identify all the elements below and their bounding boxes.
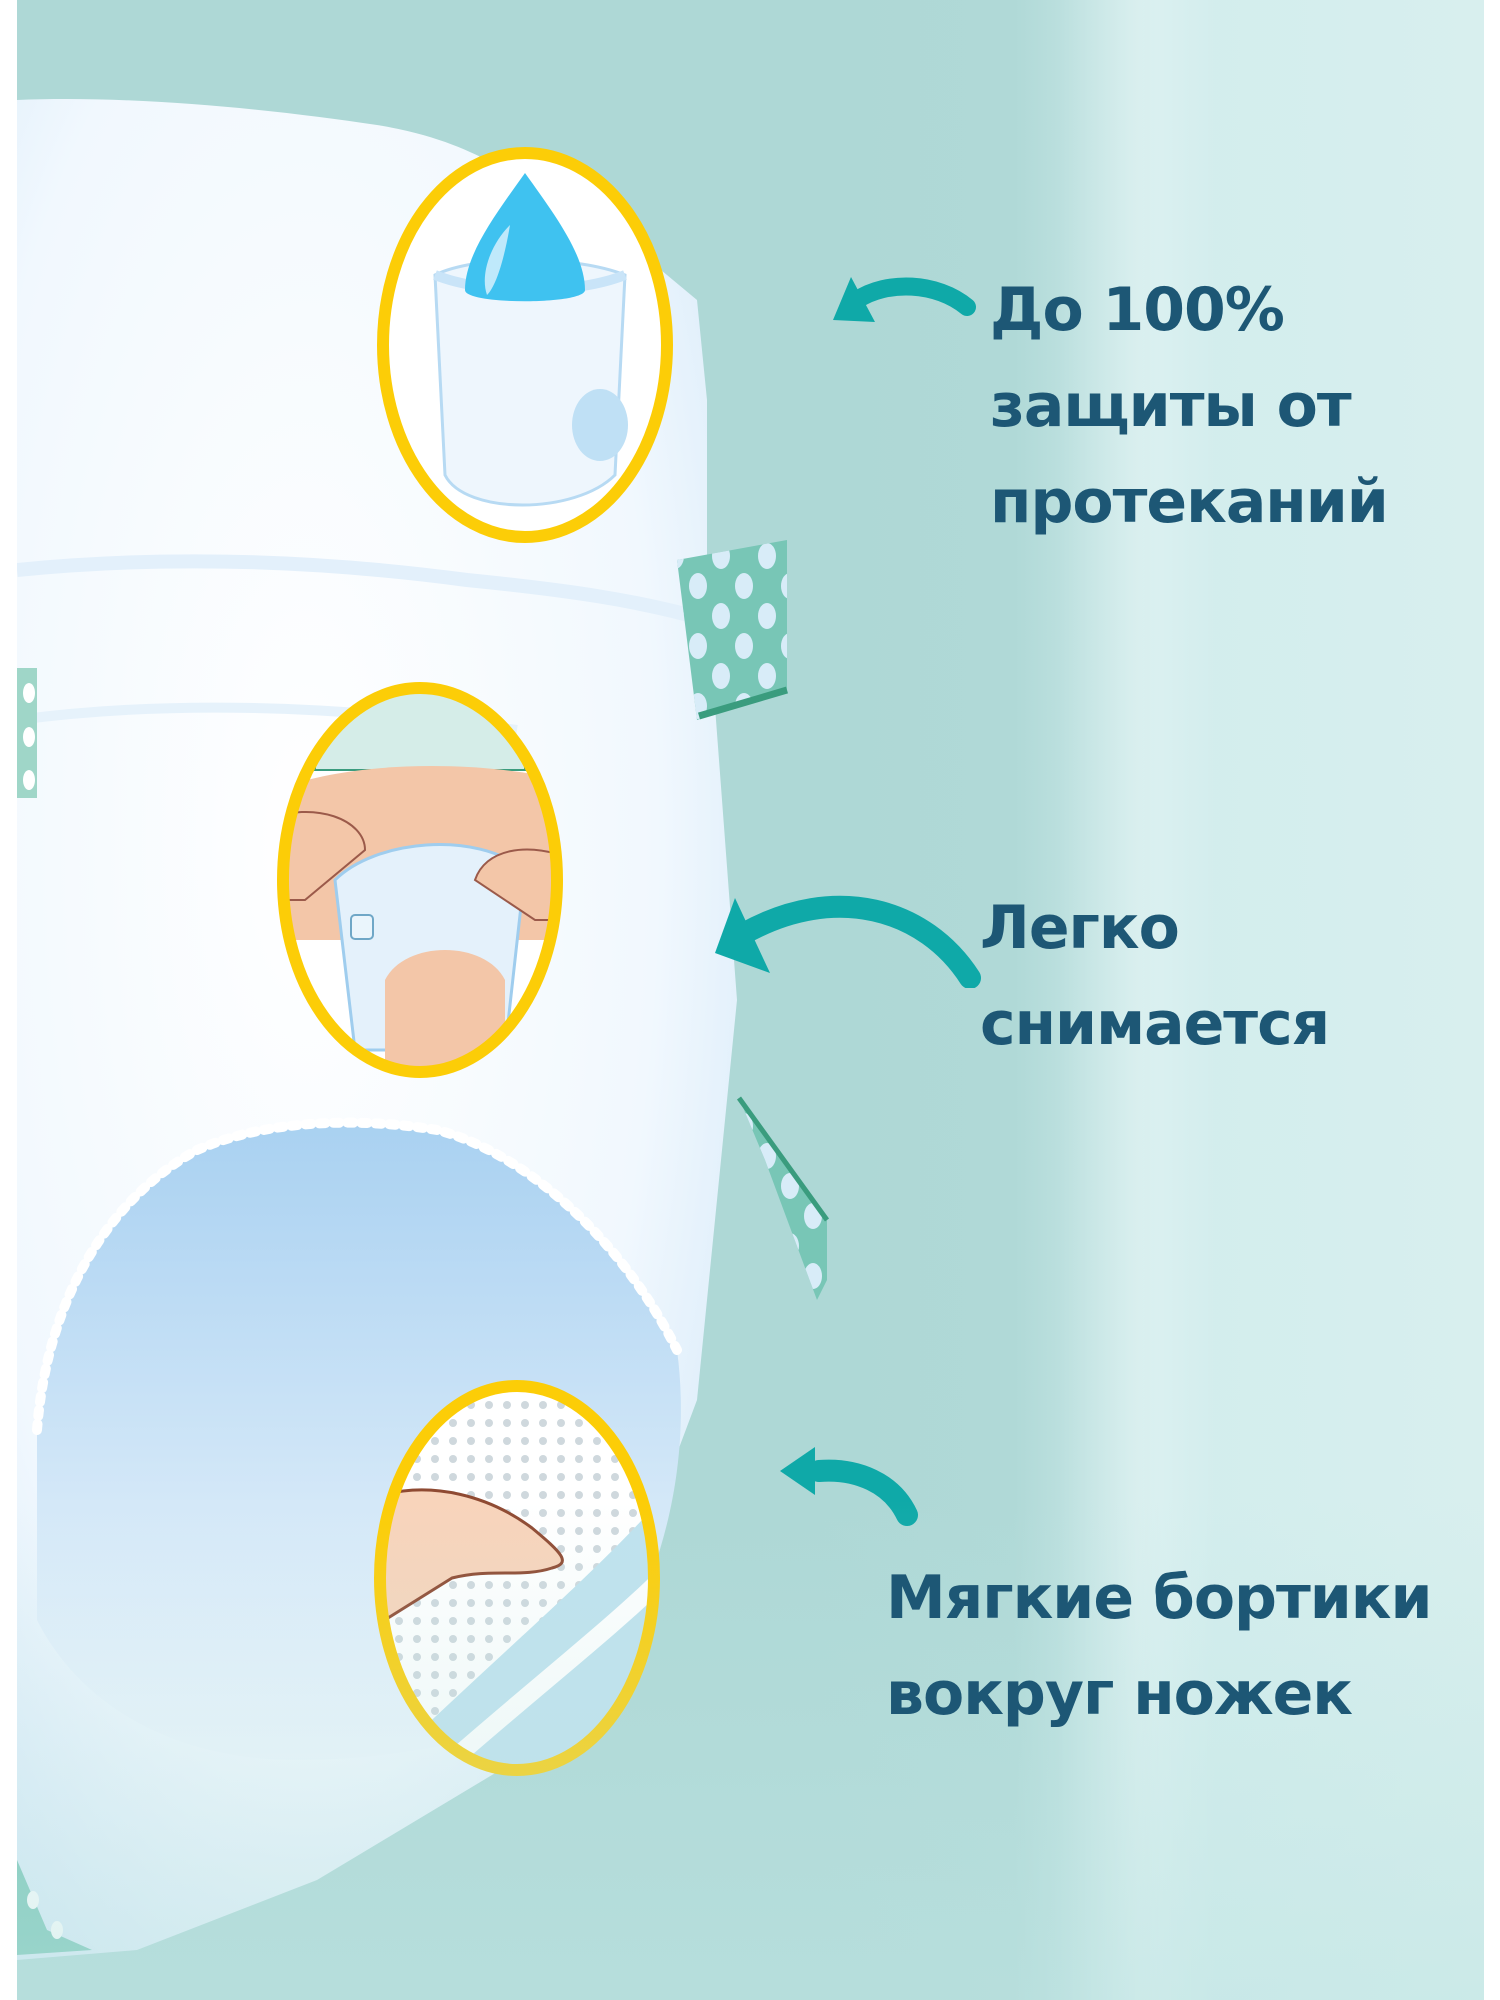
arrow-left-icon-3 xyxy=(780,1447,918,1526)
polka-dot-tab-top xyxy=(677,540,788,720)
badge-leak-protection xyxy=(377,147,673,543)
background-sheen xyxy=(1057,0,1217,2000)
feature-line: вокруг ножек xyxy=(886,1659,1353,1729)
feature-leak-protection: До 100% защиты от протеканий xyxy=(990,262,1389,550)
finger-icon xyxy=(380,1488,564,1631)
polka-dot-tab-bottom xyxy=(17,1860,92,1955)
feature-easy-removal: Легко снимается xyxy=(980,880,1330,1072)
badge-easy-removal xyxy=(277,682,563,1078)
polka-dot-tab-lower xyxy=(736,1096,830,1300)
leg-cuff xyxy=(380,1498,654,1770)
arrow-left-icon-2 xyxy=(715,895,981,988)
feature-line: снимается xyxy=(980,989,1330,1059)
product-banner xyxy=(17,0,1484,2000)
feature-line: Легко xyxy=(980,893,1180,963)
badge-soft-leg-cuffs xyxy=(374,1380,660,1776)
feature-line: защиты от xyxy=(990,371,1352,441)
arrow-left-icon-1 xyxy=(833,277,976,322)
feature-line: Мягкие бортики xyxy=(886,1563,1433,1633)
feature-line: протеканий xyxy=(990,467,1389,537)
feature-soft-leg-cuffs: Мягкие бортики вокруг ножек xyxy=(886,1550,1433,1742)
polka-dot-tab-left xyxy=(17,668,37,798)
feature-line: До 100% xyxy=(990,275,1285,345)
